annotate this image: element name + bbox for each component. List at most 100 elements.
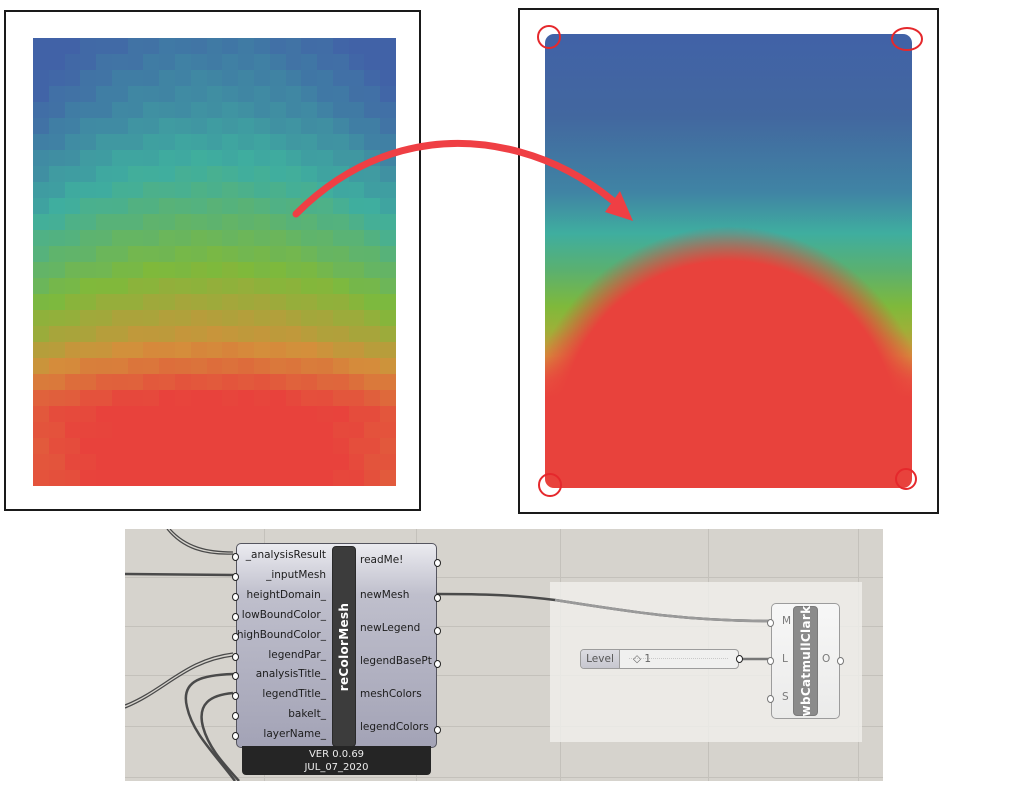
heatmap-cell [64,326,81,342]
heatmap-cell [206,246,223,262]
heatmap-cell [269,390,286,406]
heatmap-cell [143,422,160,438]
level-slider[interactable]: Level ◇ 1 [580,649,743,669]
input-grip[interactable] [767,695,774,703]
heatmap-cell [332,70,349,86]
heatmap-cell [285,102,302,118]
heatmap-cell [143,310,160,326]
heatmap-cell [190,102,207,118]
heatmap-cell [206,262,223,278]
output-port-label: O [822,653,831,665]
slider-handle-icon[interactable]: ◇ [633,653,642,665]
heatmap-cell [159,150,176,166]
output-grip[interactable] [434,627,441,635]
heatmap-cell [222,246,239,262]
output-grip[interactable] [837,657,844,665]
output-grip[interactable] [434,726,441,734]
heatmap-cell [238,470,254,486]
heatmap-cell [64,182,81,198]
heatmap-cell [96,294,112,310]
input-grip[interactable] [767,619,774,627]
input-grip[interactable] [232,672,239,681]
heatmap-cell [206,390,223,406]
heatmap-cell [143,166,160,182]
heatmap-cell [238,390,254,406]
input-grip[interactable] [232,553,239,561]
heatmap-cell [143,70,160,86]
heatmap-cell [253,390,270,406]
output-grip[interactable] [434,559,441,567]
heatmap-cell [364,310,381,326]
input-grip[interactable] [232,632,239,641]
heatmap-cell [190,278,207,294]
heatmap-cell [206,422,223,438]
heatmap-cell [33,230,49,246]
heatmap-cell [64,54,81,70]
heatmap-cell [253,246,270,262]
heatmap-cell [96,326,112,342]
heatmap-cell [285,454,302,470]
heatmap-cell [159,198,176,214]
input-grip[interactable] [232,712,239,721]
heatmap-cell [111,246,128,262]
heatmap-cell [127,70,144,86]
heatmap-cell [364,54,381,70]
heatmap-cell [33,38,49,54]
output-grip[interactable] [434,594,441,602]
slider-track[interactable] [629,658,728,661]
heatmap-cell [190,246,207,262]
output-port-label: legendColors [360,721,429,733]
heatmap-cell [317,374,333,390]
heatmap-cell [253,70,270,86]
heatmap-cell [96,246,112,262]
heatmap-cell [190,38,207,54]
heatmap-cell [190,454,207,470]
input-grip[interactable] [232,732,239,741]
heatmap-cell [175,454,191,470]
heatmap-cell [143,86,160,102]
output-grip[interactable] [434,660,441,668]
heatmap-cell [127,326,144,342]
heatmap-cell [301,38,318,54]
heatmap-cell [222,102,239,118]
heatmap-cell [143,118,160,134]
input-grip[interactable] [232,652,239,661]
heatmap-cell [348,102,365,118]
heatmap-cell [301,262,318,278]
heatmap-cell [269,278,286,294]
heatmap-cell [96,454,112,470]
heatmap-cell [33,102,49,118]
heatmap-cell [48,342,65,358]
slider-output-grip[interactable] [736,655,743,663]
heatmap-cell [301,230,318,246]
heatmap-cell [96,182,112,198]
heatmap-cell [159,422,176,438]
heatmap-cell [380,422,396,438]
heatmap-cell [380,54,396,70]
input-grip[interactable] [232,572,239,581]
input-grip[interactable] [232,592,239,601]
heatmap-cell [159,406,176,422]
heatmap-cell [317,70,333,86]
heatmap-cell [222,262,239,278]
heatmap-cell [127,294,144,310]
input-grip[interactable] [232,612,239,621]
heatmap-cell [317,134,333,150]
input-grip[interactable] [232,692,239,701]
heatmap-cell [253,38,270,54]
heatmap-cell [253,374,270,390]
heatmap-cell [348,262,365,278]
heatmap-cell [222,182,239,198]
input-grip[interactable] [767,657,774,665]
heatmap-cell [64,374,81,390]
heatmap-cell [222,438,239,454]
slider-value[interactable]: ◇ 1 [633,653,652,665]
heatmap-cell [190,150,207,166]
heatmap-cell [33,198,49,214]
heatmap-cell [364,150,381,166]
heatmap-cell [317,438,333,454]
heatmap-cell [159,470,176,486]
